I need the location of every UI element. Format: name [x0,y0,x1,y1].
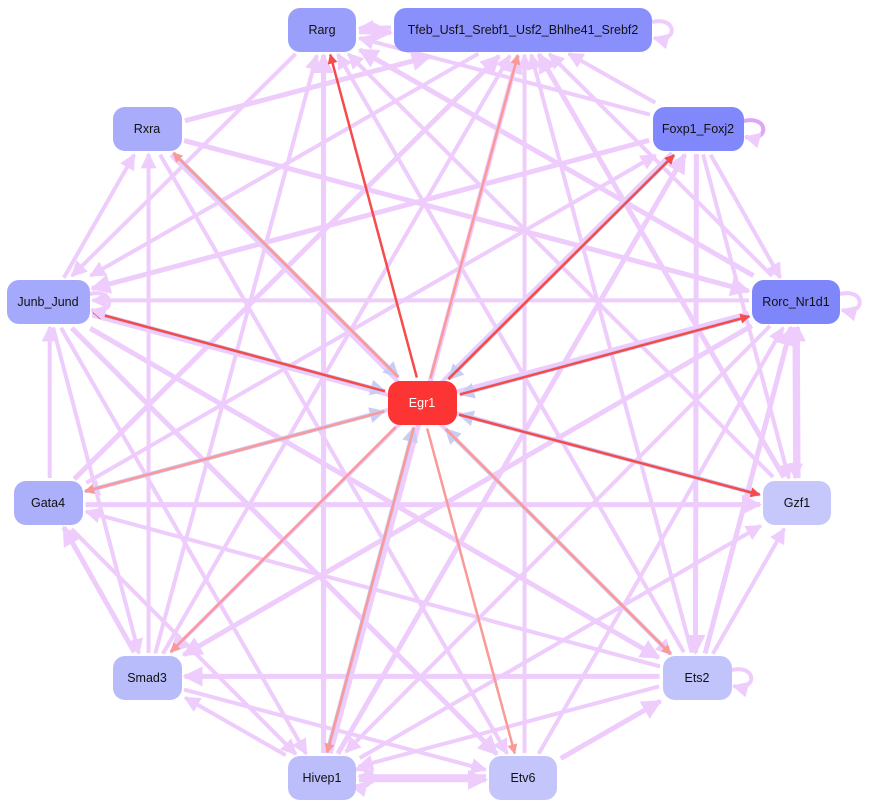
edge-egr1-rxra [172,152,400,378]
edge-ets2-hivep1 [357,684,660,771]
edge-egr1-smad3 [169,426,397,653]
edge-egr1-etv6 [425,428,518,755]
edge-tfeb-junb [89,51,480,278]
edge-rxra-etv6 [158,153,509,756]
edge-rxra-rorc [183,138,751,297]
node-hivep1[interactable]: Hivep1 [288,756,356,800]
edge-egr1-rarg [327,53,419,378]
edge-ets2-rarg [336,52,686,654]
edge-gzf1-rorc [789,325,806,479]
node-junb[interactable]: Junb_Jund [6,280,90,324]
node-egr1[interactable]: Egr1 [387,381,457,425]
edge-egr1-gzf1 [458,413,761,498]
node-rarg[interactable]: Rarg [288,8,356,52]
edge-egr1-gata4 [84,410,385,494]
edge-foxp1-ets2 [685,153,706,655]
edge-foxp1-rorc [708,153,783,280]
self-loop-rorc [839,291,862,322]
node-tfeb[interactable]: Tfeb_Usf1_Srebf1_Usf2_Bhlhe41_Srebf2 [394,8,652,52]
edge-etv6-rorc [536,326,785,755]
edge-rorc-gzf1 [787,326,804,480]
edge-egr1-rorc [459,313,751,396]
self-loop-ets2 [731,667,754,698]
edge-junb-ets2 [88,326,661,660]
self-loop-hivep1 [350,767,374,798]
edge-foxp1-junb [90,137,650,294]
edge-junb-rxra [62,153,136,279]
edge-etv6-ets2 [559,699,662,761]
edge-egr1-tfeb [429,54,521,379]
edge-junb-hivep1 [59,326,308,756]
self-loop-junb [89,291,112,322]
edge-tfeb-rarg [357,19,392,36]
node-ets2[interactable]: Ets2 [662,656,732,700]
node-gzf1[interactable]: Gzf1 [763,481,831,525]
edge-smad3-gata4 [61,525,137,654]
self-loop-tfeb [651,19,674,50]
edge-ets2-gzf1 [711,527,786,655]
edge-rorc-smad3 [182,323,754,658]
node-gata4[interactable]: Gata4 [13,481,83,525]
edge-hivep1-foxp1 [335,153,688,756]
edge-egr1-hivep1 [324,427,415,754]
node-rorc[interactable]: Rorc_Nr1d1 [752,280,840,324]
edge-gata4-foxp1 [85,153,657,485]
node-smad3[interactable]: Smad3 [112,656,182,700]
edge-rarg-tfeb [358,22,393,43]
node-etv6[interactable]: Etv6 [489,756,557,800]
edge-foxp1-tfeb [567,51,657,105]
edge-gata4-hivep1 [70,527,298,756]
edge-hivep1-gzf1 [358,524,763,760]
edge-egr1-foxp1 [447,154,675,380]
edge-egr1-ets2 [444,428,672,655]
edge-egr1-junb [91,309,386,393]
node-foxp1[interactable]: Foxp1_Foxj2 [652,107,744,151]
edge-hivep1-smad3 [183,696,287,757]
self-loop-foxp1 [743,118,766,149]
edge-junb-etv6 [70,326,499,756]
node-rxra[interactable]: Rxra [112,107,182,151]
